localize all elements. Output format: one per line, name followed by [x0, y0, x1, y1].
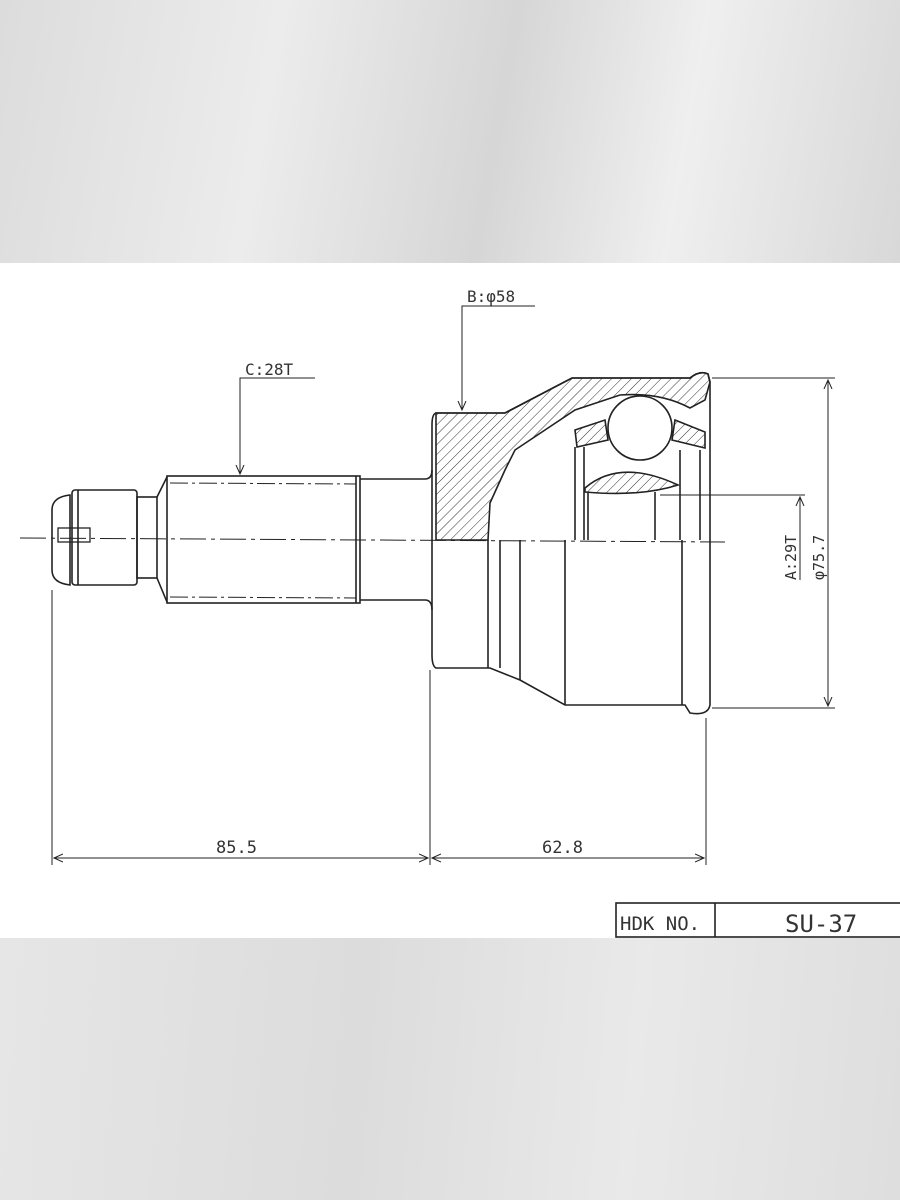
label-spline-a: A:29T	[782, 535, 800, 580]
bottom-background-band	[0, 938, 900, 1200]
part-number: SU-37	[785, 910, 857, 938]
bell-section-hatch	[435, 371, 711, 541]
centerline	[19, 537, 726, 543]
dimension-85-5: 85.5	[216, 838, 257, 858]
shaft-thread-end	[71, 489, 138, 586]
label-spline-c: C:28T	[245, 360, 294, 379]
shaft-neck	[136, 496, 158, 579]
label-diameter-b: B:φ58	[467, 287, 515, 306]
title-block-label: HDK NO.	[620, 913, 700, 935]
top-background-band	[0, 0, 900, 263]
ball	[607, 395, 673, 461]
label-outer-diameter: φ75.7	[810, 535, 828, 580]
cv-joint-drawing: C:28T B:φ58 A:29T φ75.7 85.5 62.8 HDK NO…	[19, 287, 900, 938]
shaft-nose	[51, 494, 71, 586]
title-block: HDK NO. SU-37	[615, 902, 900, 938]
dimension-62-8: 62.8	[542, 838, 583, 858]
